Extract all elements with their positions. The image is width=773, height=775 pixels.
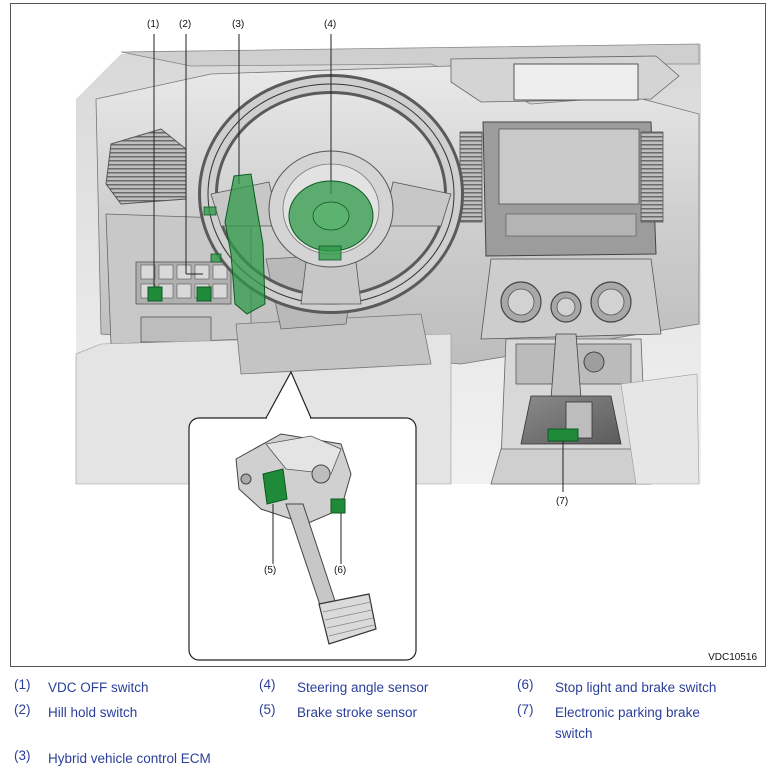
parking-brake-switch-highlight (547, 428, 579, 442)
legend-item-1: (1) VDC OFF switch (14, 677, 244, 698)
callout-1: (1) (147, 19, 160, 30)
legend-label: VDC OFF switch (48, 680, 149, 695)
legend-num: (2) (14, 702, 31, 717)
vdc-off-switch-highlight (147, 286, 163, 302)
hybrid-ecm-highlight (203, 173, 266, 315)
legend-num: (1) (14, 677, 31, 692)
legend-label: Hill hold switch (48, 705, 138, 720)
legend-item-7: (7) Electronic parking brake switch (517, 702, 732, 744)
callout-5: (5) (264, 565, 277, 576)
legend-label: Electronic parking brake switch (555, 705, 700, 741)
legend-num: (5) (259, 702, 276, 717)
legend-num: (3) (14, 748, 31, 763)
legend-label: Stop light and brake switch (555, 680, 717, 695)
legend-item-5: (5) Brake stroke sensor (259, 702, 499, 723)
callout-4: (4) (324, 19, 337, 30)
callout-6: (6) (334, 565, 347, 576)
legend-num: (7) (517, 702, 534, 717)
figure-frame: (1) (2) (3) (4) (5) (6) (7) VDC10516 (10, 3, 766, 667)
legend-item-3: (3) Hybrid vehicle control ECM (14, 748, 254, 769)
legend-num: (6) (517, 677, 534, 692)
legend-item-6: (6) Stop light and brake switch (517, 677, 767, 698)
legend-item-2: (2) Hill hold switch (14, 702, 244, 723)
callout-3: (3) (232, 19, 245, 30)
callout-7: (7) (556, 496, 569, 507)
pedal-inset (188, 370, 417, 661)
legend-label: Brake stroke sensor (297, 705, 418, 720)
figure-code: VDC10516 (708, 652, 757, 663)
dashboard-illustration (75, 34, 701, 661)
callout-lines (153, 34, 564, 492)
steering-angle-sensor-highlight (288, 180, 374, 261)
legend-num: (4) (259, 677, 276, 692)
hill-hold-switch-highlight (196, 286, 212, 302)
legend-label: Hybrid vehicle control ECM (48, 751, 211, 766)
legend-label: Steering angle sensor (297, 680, 429, 695)
callout-2: (2) (179, 19, 192, 30)
center-console (480, 258, 700, 485)
legend-item-4: (4) Steering angle sensor (259, 677, 499, 698)
